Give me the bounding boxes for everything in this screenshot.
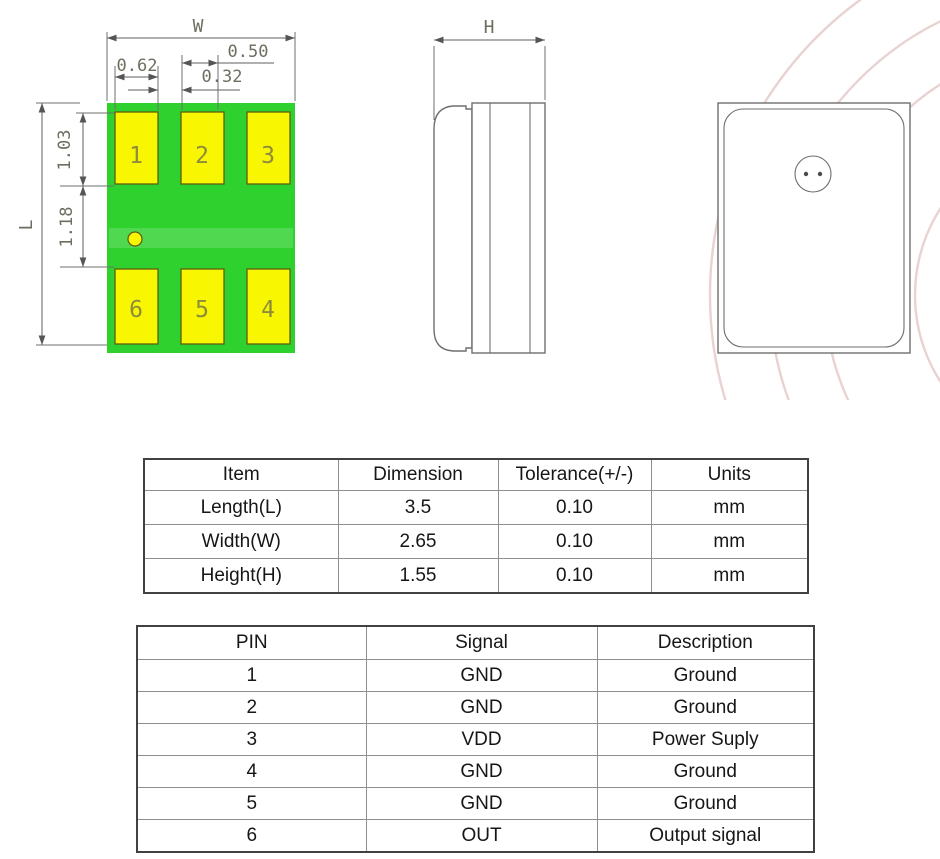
dim-label-103: 1.03 — [55, 130, 75, 171]
pad-2 — [180, 111, 225, 185]
table-row: 4 GND Ground — [136, 755, 815, 788]
cell: GND — [365, 755, 598, 788]
cell: 5 — [136, 787, 367, 820]
cell: Ground — [596, 659, 815, 692]
dim-label-h: H — [484, 17, 495, 38]
cell: Ground — [596, 755, 815, 788]
package-outline — [717, 102, 911, 354]
pin-description-table: PIN Signal Description 1 GND Ground 2 GN… — [136, 625, 815, 853]
board-sheen — [109, 228, 293, 248]
table-header-row: PIN Signal Description — [136, 625, 815, 660]
pad-5-number: 5 — [195, 297, 209, 323]
cell: GND — [365, 659, 598, 692]
dim-label-032: 0.32 — [202, 67, 243, 87]
cell: Output signal — [596, 819, 815, 853]
pin1-marker-dot — [127, 231, 143, 247]
mic-port-hole — [817, 171, 823, 177]
cell: Ground — [596, 787, 815, 820]
pad-6 — [114, 268, 159, 345]
table-row: Length(L) 3.5 0.10 mm — [143, 490, 809, 525]
cell: 3 — [136, 723, 367, 756]
column-header: Item — [143, 458, 339, 491]
dim-label-118: 1.18 — [57, 207, 77, 248]
cell: OUT — [365, 819, 598, 853]
dim-label-l: L — [16, 219, 37, 230]
mic-port-hole — [803, 171, 809, 177]
cell: 1.55 — [337, 558, 499, 594]
column-header: Signal — [365, 625, 598, 660]
package-dimensions-table: Item Dimension Tolerance(+/-) Units Leng… — [143, 458, 809, 594]
mic-port-circle — [794, 155, 832, 193]
column-header: Description — [596, 625, 815, 660]
pad-3-number: 3 — [261, 143, 275, 169]
cell: 0.10 — [497, 490, 652, 525]
pad-1 — [114, 111, 159, 185]
cell: GND — [365, 787, 598, 820]
cell: 2.65 — [337, 524, 499, 559]
cell: 0.10 — [497, 524, 652, 559]
cell: Power Suply — [596, 723, 815, 756]
cell: 4 — [136, 755, 367, 788]
watermark-arc — [913, 206, 940, 384]
dim-label-050: 0.50 — [228, 42, 269, 62]
table-row: Height(H) 1.55 0.10 mm — [143, 558, 809, 594]
cell: 3.5 — [337, 490, 499, 525]
package-lid-outline — [723, 108, 905, 348]
cell: mm — [650, 490, 809, 525]
table-row: 3 VDD Power Suply — [136, 723, 815, 756]
cell: 1 — [136, 659, 367, 692]
cell: Ground — [596, 691, 815, 724]
table-row: 1 GND Ground — [136, 659, 815, 692]
column-header: Units — [650, 458, 809, 491]
cell: mm — [650, 558, 809, 594]
package-drawing: 1 2 3 6 5 4 W 0.50 0.62 — [16, 0, 940, 400]
cell: 2 — [136, 691, 367, 724]
pad-3 — [246, 111, 291, 185]
cell: VDD — [365, 723, 598, 756]
pad-2-number: 2 — [195, 143, 209, 169]
pad-4-number: 4 — [261, 297, 275, 323]
pad-5 — [180, 268, 225, 345]
dim-label-w: W — [193, 16, 204, 37]
side-view: H — [433, 17, 546, 354]
footprint-view: 1 2 3 6 5 4 W 0.50 0.62 — [16, 16, 296, 353]
side-body — [471, 102, 546, 354]
cell: Length(L) — [143, 490, 339, 525]
column-header: PIN — [136, 625, 367, 660]
pad-1-number: 1 — [129, 143, 143, 169]
cell: Height(H) — [143, 558, 339, 594]
table-row: 5 GND Ground — [136, 787, 815, 820]
cell: 0.10 — [497, 558, 652, 594]
side-lid-profile — [433, 105, 473, 352]
pad-6-number: 6 — [129, 297, 143, 323]
dim-label-062: 0.62 — [117, 56, 158, 76]
cell: GND — [365, 691, 598, 724]
top-view — [717, 102, 911, 354]
table-row: 6 OUT Output signal — [136, 819, 815, 853]
pad-4 — [246, 268, 291, 345]
column-header: Tolerance(+/-) — [497, 458, 652, 491]
column-header: Dimension — [337, 458, 499, 491]
cell: mm — [650, 524, 809, 559]
cell: 6 — [136, 819, 367, 853]
cell: Width(W) — [143, 524, 339, 559]
table-header-row: Item Dimension Tolerance(+/-) Units — [143, 458, 809, 491]
watermark-arc — [708, 0, 863, 400]
table-row: 2 GND Ground — [136, 691, 815, 724]
table-row: Width(W) 2.65 0.10 mm — [143, 524, 809, 559]
